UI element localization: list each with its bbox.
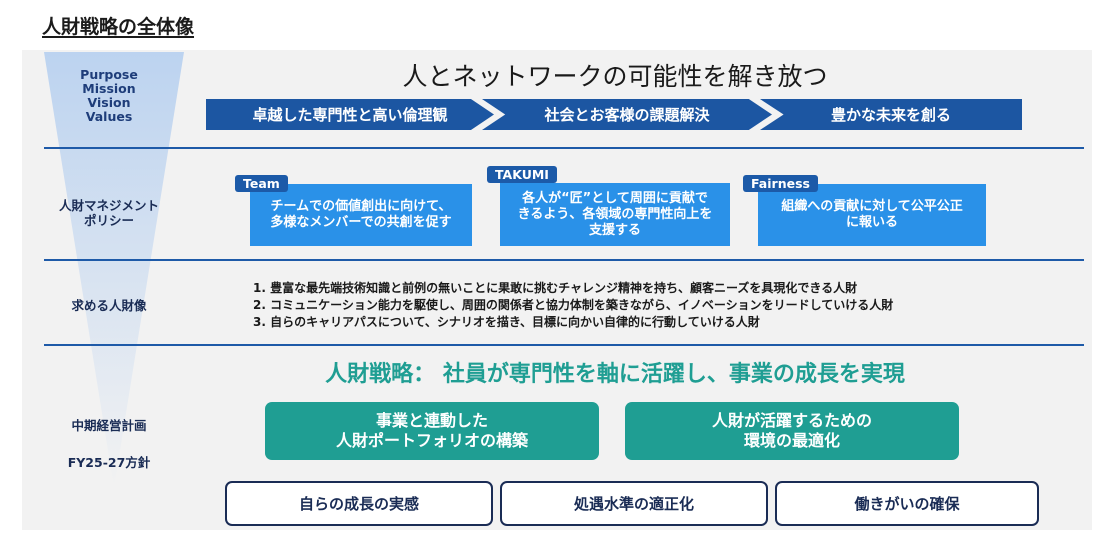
policy-label-line-2: ポリシー: [83, 213, 134, 228]
policy-team-text-1: チームでの価値創出に向けて、: [270, 199, 452, 214]
policy-team-text-2: 多様なメンバーでの共創を促す: [270, 215, 452, 230]
pillar-portfolio: 事業と連動した 人財ポートフォリオの構築: [265, 402, 599, 460]
pillar-environment-line-1: 人財が活躍するための: [711, 411, 872, 430]
plan-label-1: 中期経営計画: [71, 418, 147, 433]
policy-fairness-text-2: に報いる: [845, 215, 898, 230]
value-step-2-label: 社会とお客様の課題解決: [544, 106, 710, 124]
policy-takumi-text-2: きるよう、各領域の専門性向上を: [517, 206, 713, 222]
strategy-heading: 人財戦略： 社員が専門性を軸に活躍し、事業の成長を実現: [325, 362, 905, 387]
policy-fairness-tag: Fairness: [743, 175, 818, 192]
value-step-2: 社会とお客様の課題解決: [482, 99, 772, 130]
value-step-3: 豊かな未来を創る: [760, 99, 1022, 130]
page-title: 人財戦略の全体像: [42, 16, 195, 38]
pmvv-purpose: Purpose: [80, 67, 138, 82]
divider: [44, 344, 1084, 346]
pillar-environment-line-2: 環境の最適化: [743, 431, 840, 450]
purpose-heading: 人とネットワークの可能性を解き放つ: [402, 62, 828, 91]
policy-label-line-1: 人財マネジメント: [58, 198, 159, 213]
ideal-item-2: 2. コミュニケーション能力を駆使し、周囲の関係者と協力体制を築きながら、イノベ…: [253, 298, 894, 312]
plan-label-2: FY25-27方針: [67, 455, 151, 470]
value-step-1-label: 卓越した専門性と高い倫理観: [252, 106, 448, 124]
policy-takumi-text-3: 支援する: [588, 222, 641, 238]
value-step-1: 卓越した専門性と高い倫理観: [206, 99, 494, 130]
outcome-growth: 自らの成長の実感: [225, 481, 493, 526]
policy-fairness-text-1: 組織への貢献に対して公平公正: [781, 199, 963, 214]
pmvv-values: Values: [85, 109, 133, 124]
policy-team-tag: Team: [235, 175, 288, 192]
pillar-environment: 人財が活躍するための 環境の最適化: [625, 402, 959, 460]
policy-takumi-box: 各人が“匠”として周囲に貢献で きるよう、各領域の専門性向上を 支援する: [500, 183, 730, 246]
pillar-portfolio-line-1: 事業と連動した: [375, 411, 488, 430]
policy-team-box: チームでの価値創出に向けて、 多様なメンバーでの共創を促す: [250, 184, 472, 246]
ideal-list: 1. 豊富な最先端技術知識と前例の無いことに果敢に挑むチャレンジ精神を持ち、顧客…: [253, 280, 893, 331]
outcome-compensation: 処遇水準の適正化: [500, 481, 768, 526]
value-step-3-label: 豊かな未来を創る: [830, 106, 951, 124]
hierarchy-triangle-graphic: [44, 52, 184, 488]
outcome-engagement: 働きがいの確保: [775, 481, 1039, 526]
ideal-label: 求める人財像: [71, 298, 147, 313]
pmvv-vision: Vision: [87, 95, 131, 110]
policy-takumi-text-1: 各人が“匠”として周囲に貢献で: [522, 190, 708, 206]
pmvv-mission: Mission: [82, 81, 136, 96]
policy-fairness-box: 組織への貢献に対して公平公正 に報いる: [758, 184, 986, 246]
pillar-portfolio-line-2: 人財ポートフォリオの構築: [335, 431, 528, 450]
ideal-item-1: 1. 豊富な最先端技術知識と前例の無いことに果敢に挑むチャレンジ精神を持ち、顧客…: [253, 281, 858, 295]
policy-takumi-tag: TAKUMI: [487, 166, 557, 183]
policy-label: 人財マネジメント ポリシー: [44, 198, 174, 228]
pmvv-label: Purpose Mission Vision Values: [44, 68, 174, 124]
divider: [44, 259, 1084, 261]
divider: [44, 147, 1084, 149]
ideal-item-3: 3. 自らのキャリアパスについて、シナリオを描き、目標に向かい自律的に行動してい…: [253, 315, 760, 329]
